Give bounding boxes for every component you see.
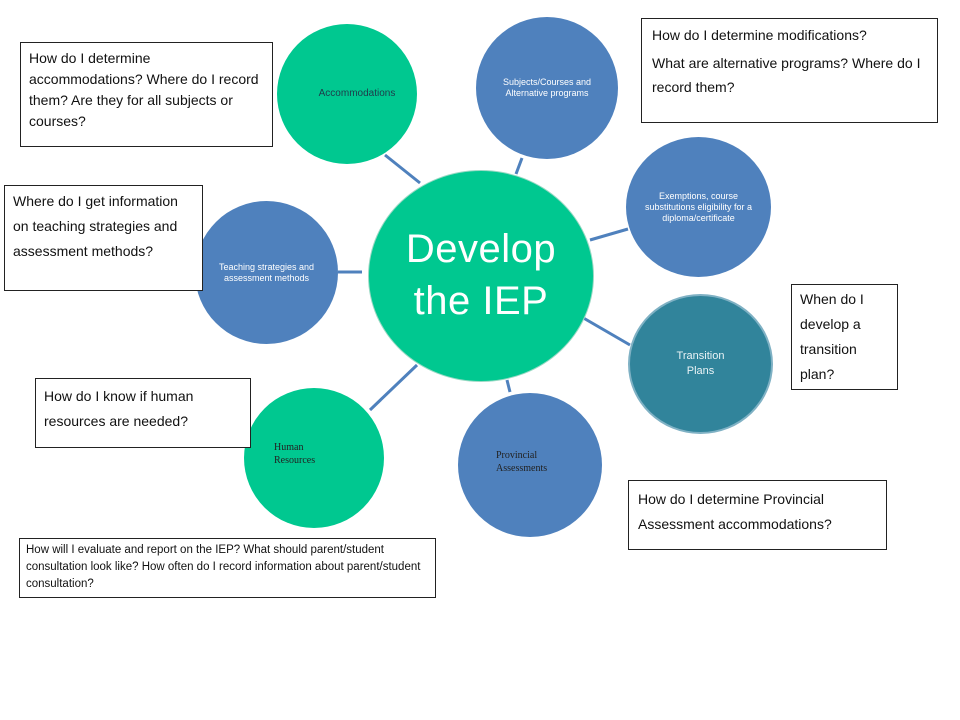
connector-provincial [505, 379, 512, 393]
center-node-develop-iep: Develop the IEP [368, 170, 594, 382]
question-provincial-text: How do I determine Provincial Assessment… [638, 491, 832, 532]
node-exemptions: Exemptions, course substitutions eligibi… [626, 137, 771, 277]
node-subjects-label: Subjects/Courses and Alternative program… [502, 77, 592, 98]
node-human: Human Resources [244, 388, 384, 528]
question-human-text: How do I know if human resources are nee… [44, 388, 194, 429]
node-human-label: Human Resources [274, 442, 316, 466]
question-modifications-text-1: How do I determine modifications? [652, 27, 867, 43]
question-modifications-text-2: What are alternative programs? Where do … [652, 55, 921, 95]
question-transition-text: When do I develop a transition plan? [800, 291, 864, 382]
question-box-human: How do I know if human resources are nee… [35, 378, 251, 448]
question-teaching-text: Where do I get information on teaching s… [13, 193, 178, 259]
connector-transition [579, 314, 631, 347]
question-evaluate-text: How will I evaluate and report on the IE… [26, 544, 421, 590]
connector-exemptions [589, 227, 629, 242]
node-teaching-label: Teaching strategies and assessment metho… [218, 261, 315, 283]
question-box-modifications: How do I determine modifications? What a… [641, 18, 938, 123]
node-accommodations: Accommodations [277, 24, 417, 164]
node-provincial-label: Provincial Assessments [496, 450, 548, 474]
question-box-transition: When do I develop a transition plan? [791, 284, 898, 390]
center-label: Develop the IEP [406, 223, 556, 327]
node-exemptions-label: Exemptions, course substitutions eligibi… [644, 190, 753, 223]
node-subjects: Subjects/Courses and Alternative program… [476, 17, 618, 159]
connector-accommodations [384, 153, 421, 185]
center-label-line1: Develop [405, 227, 557, 271]
node-accommodations-label: Accommodations [318, 88, 396, 99]
node-transition: Transition Plans [628, 294, 773, 434]
connector-subjects [514, 157, 524, 175]
question-box-provincial: How do I determine Provincial Assessment… [628, 480, 887, 550]
node-transition-label: Transition Plans [676, 350, 725, 377]
question-box-accommodations: How do I determine accommodations? Where… [20, 42, 273, 147]
node-teaching: Teaching strategies and assessment metho… [195, 201, 338, 344]
question-box-teaching: Where do I get information on teaching s… [4, 185, 203, 291]
center-label-line2: the IEP [413, 279, 549, 323]
connector-human [368, 363, 419, 412]
node-provincial: Provincial Assessments [458, 393, 602, 537]
question-accommodations-text: How do I determine accommodations? Where… [29, 50, 259, 129]
question-box-evaluate: How will I evaluate and report on the IE… [19, 538, 436, 598]
